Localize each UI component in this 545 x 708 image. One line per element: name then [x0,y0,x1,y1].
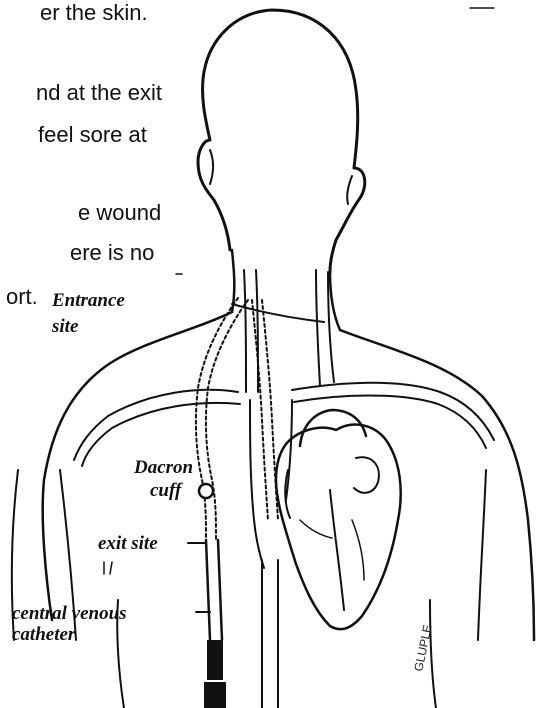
label-entrance-site-line1: Entrance [52,291,125,310]
left-jugular-outer [244,270,246,392]
left-subclavian-upper [74,390,238,460]
heart-left-atrium [354,457,379,493]
left-jugular-inner [256,270,258,392]
right-subclavian-lower [294,396,486,449]
heart-detail-1 [300,520,332,538]
external-catheter-right [218,540,222,640]
catheter-hub [207,640,223,680]
catheter-clamp [204,682,226,708]
label-catheter: catheter [12,625,75,644]
neck-right [330,272,340,330]
right-jugular-outer [316,270,320,386]
label-central-venous: central venous [12,604,127,623]
dacron-cuff [199,484,213,498]
right-shoulder [340,330,534,640]
torso-right-side [430,600,436,708]
right-ear [347,176,352,204]
vena-cava-right [286,400,292,500]
catheter-tunnel [196,298,278,540]
stray-mark-2 [110,562,112,574]
head-outline [198,10,365,272]
label-cuff: cuff [150,481,181,500]
heart-outline [276,425,401,630]
label-dacron: Dacron [134,458,193,477]
external-catheter-left [206,540,210,640]
right-arm-inner [478,470,486,640]
heart-ventricle-septum [330,490,344,610]
left-ear [210,150,213,184]
label-exit-site: exit site [98,534,158,553]
label-entrance-site-line2: site [52,317,78,332]
label-entrance-site-line2-clip: site [52,317,132,332]
heart-detail-2 [352,520,364,580]
